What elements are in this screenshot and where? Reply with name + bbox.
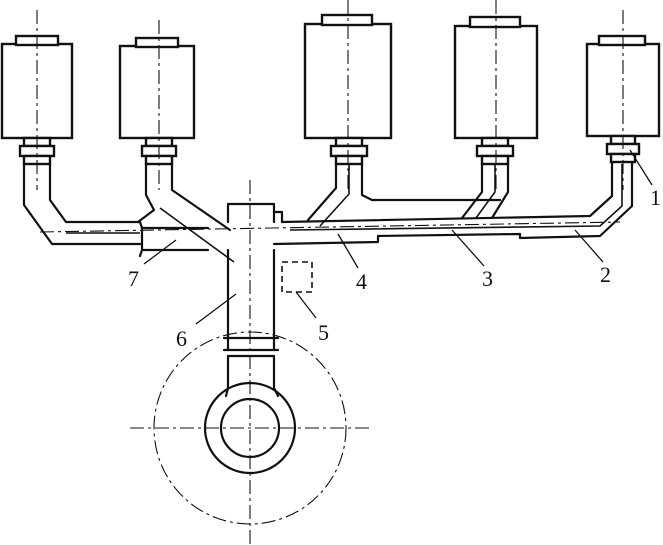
part-label-7: 7 [128, 266, 139, 291]
cylinder-unit-2 [118, 36, 196, 166]
leader-lines [143, 149, 653, 325]
part-label-6: 6 [176, 326, 187, 351]
part-label-3: 3 [482, 266, 493, 291]
part-label-5: 5 [318, 320, 329, 345]
part-label-1: 1 [650, 185, 661, 210]
pipe-network [22, 160, 634, 352]
cylinder-unit-4 [453, 15, 539, 166]
center-lines [36, 0, 624, 545]
part-label-4: 4 [356, 269, 367, 294]
part-label-2: 2 [600, 262, 611, 287]
dashed-fitting [281, 261, 313, 293]
